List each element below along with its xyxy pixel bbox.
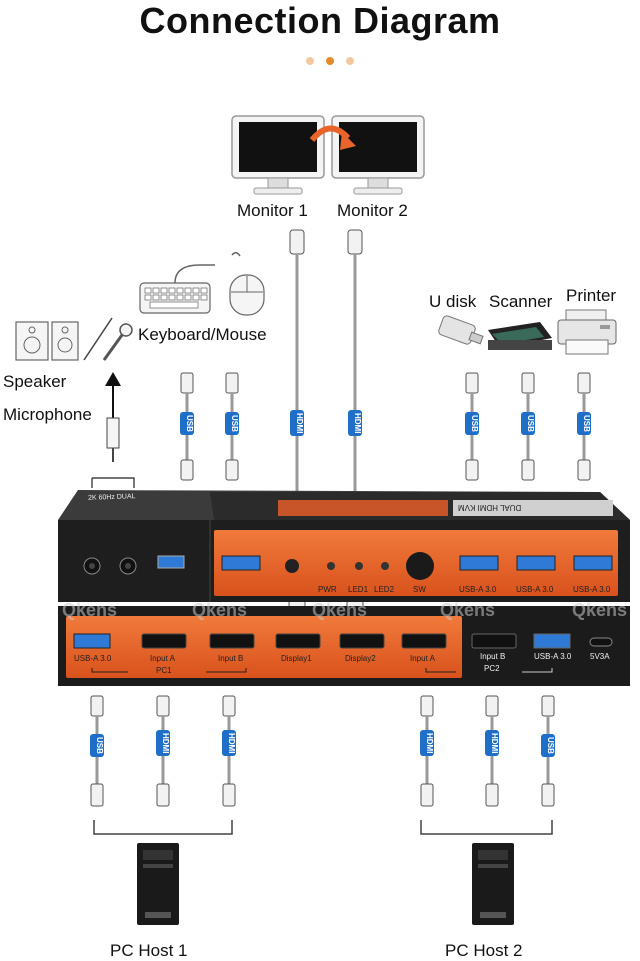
usb-tag-mouse: USB — [225, 412, 239, 435]
input-a-2-label: Input A — [410, 654, 435, 663]
pc1-bracket — [93, 820, 233, 835]
watermark-2: Qkens — [192, 600, 248, 620]
usb-cable-pc1 — [90, 695, 104, 807]
pc-host-1-icon — [137, 843, 179, 925]
monitor-2-label: Monitor 2 — [337, 201, 408, 220]
usb-tag-pc2: USB — [541, 734, 555, 757]
hdmi-tag-pc2-a: HDMI — [420, 730, 434, 757]
dot-dark — [326, 57, 334, 65]
usb-cable-scanner — [521, 372, 535, 481]
power-port-label: 5V3A — [590, 652, 610, 661]
diagram-title: Connection Diagram — [139, 0, 501, 41]
title-decoration-dots — [300, 53, 360, 69]
usb-tag-pc1: USB — [90, 734, 104, 757]
usb-a-1-label: USB-A 3.0 — [459, 585, 497, 594]
scanner-label: Scanner — [489, 292, 553, 311]
pc1-port-label: PC1 — [156, 666, 172, 675]
slash-divider — [83, 317, 113, 361]
led2-label: LED2 — [374, 585, 395, 594]
watermark-3: Qkens — [312, 600, 368, 620]
watermark-5: Qkens — [572, 600, 628, 620]
udisk-label: U disk — [429, 292, 477, 311]
audio-cable-arrow-icon — [91, 372, 135, 488]
dot-light-left — [306, 57, 314, 65]
monitor-2-icon — [331, 115, 425, 195]
pc-host-2-icon — [472, 843, 514, 925]
watermark-4: Qkens — [440, 600, 496, 620]
bottom-usb-2-label: USB-A 3.0 — [534, 652, 572, 661]
hdmi-tag-pc2-b: HDMI — [485, 730, 499, 757]
usb-tag-keyboard: USB — [180, 412, 194, 435]
dot-light-right — [346, 57, 354, 65]
usb-cable-udisk — [465, 372, 479, 481]
pwr-label: PWR — [318, 585, 337, 594]
monitor-1-label: Monitor 1 — [237, 201, 308, 220]
input-b-2-label: Input B — [480, 652, 506, 661]
printer-label: Printer — [566, 286, 617, 305]
usb-tag-printer: USB — [577, 412, 591, 435]
hdmi-tag-pc1-a: HDMI — [156, 730, 170, 757]
mouse-icon — [229, 252, 265, 316]
microphone-label: Microphone — [3, 405, 92, 424]
bottom-usb-label: USB-A 3.0 — [74, 654, 112, 663]
sw-label: SW — [413, 585, 426, 594]
speaker-icon — [15, 321, 79, 361]
display1-label: Display1 — [281, 654, 312, 663]
hdmi-cable-pc2-a — [420, 695, 434, 807]
extend-arrow-icon — [309, 125, 356, 150]
kvm-switch-top-panel — [58, 490, 630, 602]
hdmi-tag-monitor-2: HDMI — [348, 410, 362, 437]
microphone-icon — [102, 323, 133, 361]
led1-label: LED1 — [348, 585, 369, 594]
pc2-port-label: PC2 — [484, 664, 500, 673]
display2-label: Display2 — [345, 654, 376, 663]
keyboard-icon — [139, 264, 215, 314]
kvm-brand-text: DUAL HDMI KVM — [458, 503, 522, 512]
watermark-1: Qkens — [62, 600, 118, 620]
monitor-1-icon — [231, 115, 325, 195]
printer-icon — [557, 309, 617, 355]
input-b-label: Input B — [218, 654, 244, 663]
usb-tag-udisk: USB — [465, 412, 479, 435]
usb-a-2-label: USB-A 3.0 — [516, 585, 554, 594]
usb-disk-icon — [438, 315, 484, 345]
usb-a-3-label: USB-A 3.0 — [573, 585, 611, 594]
hdmi-cable-pc1-b — [222, 695, 236, 807]
usb-tag-scanner: USB — [521, 412, 535, 435]
hdmi-tag-monitor-1: HDMI — [290, 410, 304, 437]
input-a-label: Input A — [150, 654, 175, 663]
speaker-label: Speaker — [3, 372, 67, 391]
kvm-switch-bottom-panel — [58, 606, 630, 686]
pc-host-1-label: PC Host 1 — [110, 941, 188, 960]
scanner-icon — [488, 322, 552, 350]
keyboard-mouse-label: Keyboard/Mouse — [138, 325, 267, 344]
pc-host-2-label: PC Host 2 — [445, 941, 523, 960]
pc2-bracket — [420, 820, 553, 835]
hdmi-tag-pc1-b: HDMI — [222, 730, 236, 757]
